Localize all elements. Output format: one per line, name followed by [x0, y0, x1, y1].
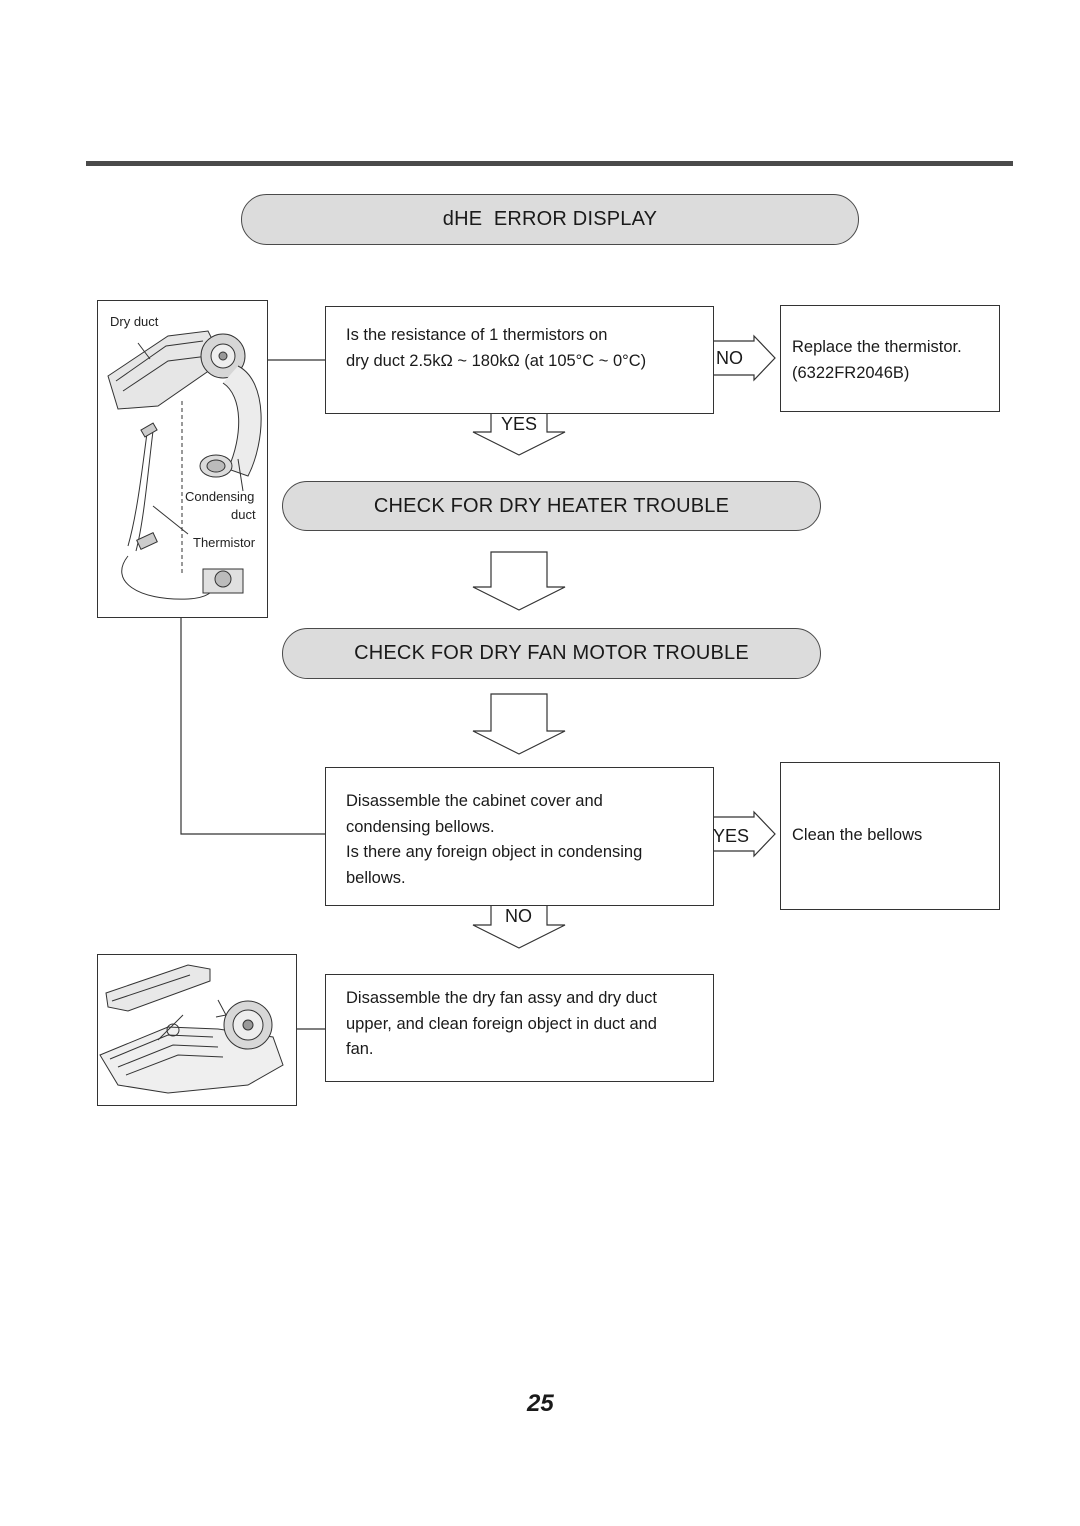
step2-no-label: NO: [505, 906, 532, 926]
disassemble-line-1: Disassemble the dry fan assy and dry duc…: [346, 989, 657, 1007]
disassemble-line-2: upper, and clean foreign object in duct …: [346, 1014, 657, 1033]
replace-thermistor-text: Replace the thermistor.: [792, 338, 962, 356]
bellows-question-line-2: condensing bellows.: [346, 817, 495, 836]
step1-yes-label: YES: [501, 414, 538, 434]
top-rule: [86, 161, 1013, 166]
error-title-banner: dHE ERROR DISPLAY: [241, 194, 859, 245]
bellows-question-line-3: Is there any foreign object in condensin…: [346, 843, 643, 861]
clean-bellows-box: Clean the bellows: [780, 762, 1000, 910]
disassemble-line-3: fan.: [346, 1040, 374, 1058]
thermistor-part-number: (6322FR2046B): [792, 363, 910, 382]
yes-arrow-right: [714, 810, 776, 858]
step2-yes-label: YES: [713, 826, 750, 846]
check-heater-title: CHECK FOR DRY HEATER TROUBLE: [373, 494, 730, 517]
bellows-check-box: Disassemble the cabinet cover and conden…: [325, 767, 714, 906]
resistance-question-line-1: Is the resistance of 1 thermistors on: [346, 326, 608, 344]
check-heater-banner: CHECK FOR DRY HEATER TROUBLE: [282, 481, 821, 531]
label-thermistor: Thermistor: [193, 535, 256, 550]
bellows-question-line-4: bellows.: [346, 868, 406, 887]
clean-bellows-text: Clean the bellows: [792, 826, 923, 844]
step1-no-label: NO: [716, 348, 743, 368]
replace-thermistor-box: Replace the thermistor. (6322FR2046B): [780, 305, 1000, 412]
label-dry-duct: Dry duct: [110, 314, 159, 329]
label-condensing: Condensing: [185, 489, 255, 504]
check-fan-title: CHECK FOR DRY FAN MOTOR TROUBLE: [354, 642, 749, 664]
error-title: dHE ERROR DISPLAY: [442, 208, 658, 230]
dry-fan-figure: [97, 954, 297, 1106]
check-fan-banner: CHECK FOR DRY FAN MOTOR TROUBLE: [282, 628, 821, 679]
no-arrow-right: [714, 334, 776, 382]
disassemble-fan-box: Disassemble the dry fan assy and dry duc…: [325, 974, 714, 1082]
yes-arrow-down-1: [472, 414, 566, 456]
down-arrow-3: [472, 693, 566, 755]
down-arrow-2: [472, 551, 566, 611]
dry-fan-illustration: [99, 964, 284, 1094]
resistance-question-line-2: dry duct 2.5kΩ ~ 180kΩ (at 105°C ~ 0°C): [346, 351, 647, 370]
resistance-check-box: Is the resistance of 1 thermistors on dr…: [325, 306, 714, 414]
bellows-question-line-1: Disassemble the cabinet cover and: [346, 792, 603, 810]
page-number: 25: [527, 1390, 554, 1417]
dry-duct-illustration: [107, 330, 262, 600]
label-condensing-duct: duct: [231, 507, 256, 522]
dry-duct-figure: Dry duct Condensing duct Thermistor: [97, 300, 268, 618]
no-arrow-down: [472, 906, 566, 949]
